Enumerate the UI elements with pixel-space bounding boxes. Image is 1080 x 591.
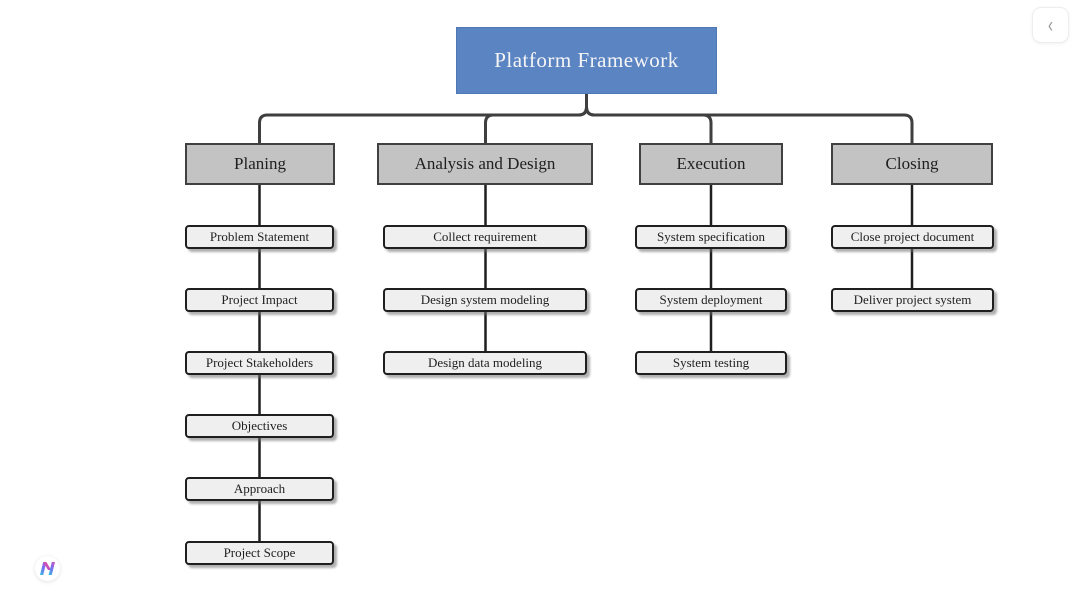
chevron-left-icon: ‹ [1048,13,1053,37]
node-label: Project Stakeholders [205,355,314,370]
node-close-project-document[interactable]: Close project document [831,225,994,249]
branch-execution-label: Execution [676,154,746,173]
node-label: Design system modeling [420,292,550,307]
node-label: Deliver project system [853,292,972,307]
branch-planing-label: Planing [234,154,286,173]
node-label: Project Scope [223,545,296,560]
node-objectives[interactable]: Objectives [185,414,334,438]
node-system-testing[interactable]: System testing [635,351,787,375]
node-system-deployment[interactable]: System deployment [635,288,787,312]
node-project-scope[interactable]: Project Scope [185,541,334,565]
node-label: Design data modeling [427,355,543,370]
branch-header-planing[interactable]: Planing [185,143,335,185]
gradient-m-logo-icon [40,562,55,575]
node-label: System specification [657,229,765,244]
node-label: System testing [672,355,750,370]
branch-header-analysis-and-design[interactable]: Analysis and Design [377,143,593,185]
branch-analysis-label: Analysis and Design [414,154,556,173]
node-design-system-modeling[interactable]: Design system modeling [383,288,587,312]
node-project-impact[interactable]: Project Impact [185,288,334,312]
branch-header-closing[interactable]: Closing [831,143,993,185]
branch-header-execution[interactable]: Execution [639,143,783,185]
node-platform-framework[interactable]: Platform Framework [456,27,717,94]
node-system-specification[interactable]: System specification [635,225,787,249]
node-label: Problem Statement [209,229,310,244]
node-collect-requirement[interactable]: Collect requirement [383,225,587,249]
node-label: System deployment [659,292,763,307]
node-label: Close project document [850,229,975,244]
collapse-panel-button[interactable]: ‹ [1032,7,1069,43]
node-deliver-project-system[interactable]: Deliver project system [831,288,994,312]
node-label: Collect requirement [433,229,537,244]
node-label: Approach [233,481,286,496]
node-project-stakeholders[interactable]: Project Stakeholders [185,351,334,375]
node-problem-statement[interactable]: Problem Statement [185,225,334,249]
node-design-data-modeling[interactable]: Design data modeling [383,351,587,375]
node-platform-framework-label: Platform Framework [494,48,679,72]
node-label: Objectives [231,418,288,433]
node-label: Project Impact [221,292,298,307]
node-approach[interactable]: Approach [185,477,334,501]
branch-closing-label: Closing [885,154,939,173]
brand-logo-badge[interactable] [35,556,60,581]
